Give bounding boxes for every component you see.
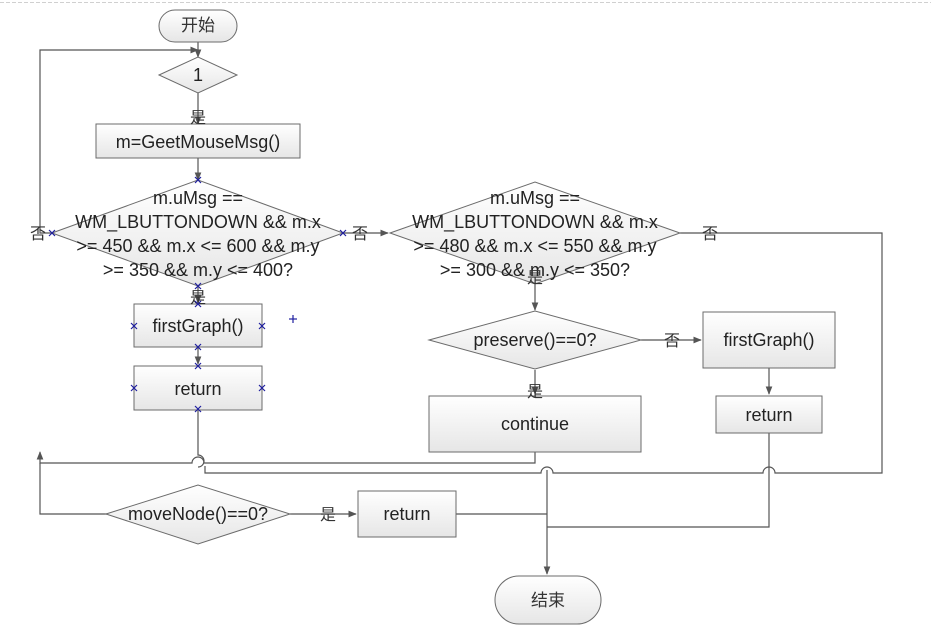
handle-x-icon (130, 322, 138, 330)
condition-a-line-2: WM_LBUTTONDOWN && m.x (75, 212, 321, 233)
condition-a-line-3: >= 450 && m.x <= 600 && m.y (76, 236, 319, 256)
first-graph-a-box[interactable]: firstGraph() (133, 303, 263, 348)
label-no-preserve: 否 (664, 331, 680, 350)
condition-a-diamond[interactable]: m.uMsg == WM_LBUTTONDOWN && m.x >= 450 &… (50, 179, 345, 287)
loop-condition-label: 1 (193, 65, 203, 85)
end-node[interactable]: 结束 (494, 575, 602, 625)
handle-x-icon (194, 343, 202, 351)
label-yes-move: 是 (320, 505, 336, 524)
edges (36, 42, 883, 575)
loop-condition-diamond[interactable]: 1 (157, 56, 239, 94)
first-graph-b-label: firstGraph() (723, 330, 814, 350)
move-node-diamond[interactable]: moveNode()==0? (104, 484, 292, 545)
edge-move-no-loopback[interactable] (39, 463, 108, 515)
return-a-box[interactable]: return (133, 365, 263, 411)
edge-returnb-join[interactable] (547, 433, 770, 528)
handle-x-icon (48, 229, 56, 237)
return-b-label: return (745, 405, 792, 425)
first-graph-b-box[interactable]: firstGraph() (702, 311, 836, 369)
selection-handles (48, 176, 347, 413)
handle-x-icon (194, 176, 202, 184)
label-no-cond-a: 否 (30, 224, 46, 243)
return-a-label: return (174, 379, 221, 399)
label-no-cond-b: 否 (702, 224, 718, 243)
condition-b-line-2: WM_LBUTTONDOWN && m.x (412, 212, 658, 233)
handle-x-icon (194, 300, 202, 308)
condition-b-line-3: >= 480 && m.x <= 550 && m.y (413, 236, 656, 256)
end-label: 结束 (531, 591, 565, 611)
condition-b-diamond[interactable]: m.uMsg == WM_LBUTTONDOWN && m.x >= 480 &… (388, 181, 682, 285)
label-yes-cond-b: 是 (527, 268, 543, 287)
continue-box[interactable]: continue (428, 395, 642, 453)
label-yes-loop: 是 (190, 108, 206, 127)
edge-condb-no[interactable] (204, 232, 883, 474)
start-label: 开始 (181, 16, 215, 36)
edge-labels: 是 否 否 是 是 否 否 是 是 (30, 108, 718, 524)
label-yes-preserve: 是 (527, 382, 543, 401)
handle-x-icon (258, 322, 266, 330)
get-mouse-msg-box[interactable]: m=GeetMouseMsg() (95, 123, 301, 159)
first-graph-a-label: firstGraph() (152, 316, 243, 336)
continue-label: continue (501, 414, 569, 434)
return-b-box[interactable]: return (715, 395, 823, 434)
get-mouse-msg-label: m=GeetMouseMsg() (116, 132, 281, 152)
handle-x-icon (194, 282, 202, 290)
label-no-cond-a-right: 否 (352, 224, 368, 243)
start-node[interactable]: 开始 (158, 9, 238, 43)
return-c-box[interactable]: return (357, 490, 457, 538)
move-node-label: moveNode()==0? (128, 504, 268, 524)
handle-x-icon (130, 384, 138, 392)
label-yes-cond-a: 是 (190, 288, 206, 307)
handle-x-icon (339, 229, 347, 237)
condition-b-line-4: >= 300 && m.y <= 350? (440, 260, 630, 280)
condition-a-line-1: m.uMsg == (153, 188, 243, 208)
preserve-diamond[interactable]: preserve()==0? (427, 310, 643, 370)
condition-a-line-4: >= 350 && m.y <= 400? (103, 260, 293, 280)
handle-x-icon (194, 405, 202, 413)
edge-continue-loopback[interactable] (36, 451, 536, 464)
handle-x-icon (258, 384, 266, 392)
cursor-plus-icon (289, 315, 297, 323)
edge-conda-no-loopback[interactable] (39, 46, 199, 234)
return-c-label: return (383, 504, 430, 524)
preserve-label: preserve()==0? (473, 330, 596, 350)
handle-x-icon (194, 362, 202, 370)
condition-b-line-1: m.uMsg == (490, 188, 580, 208)
